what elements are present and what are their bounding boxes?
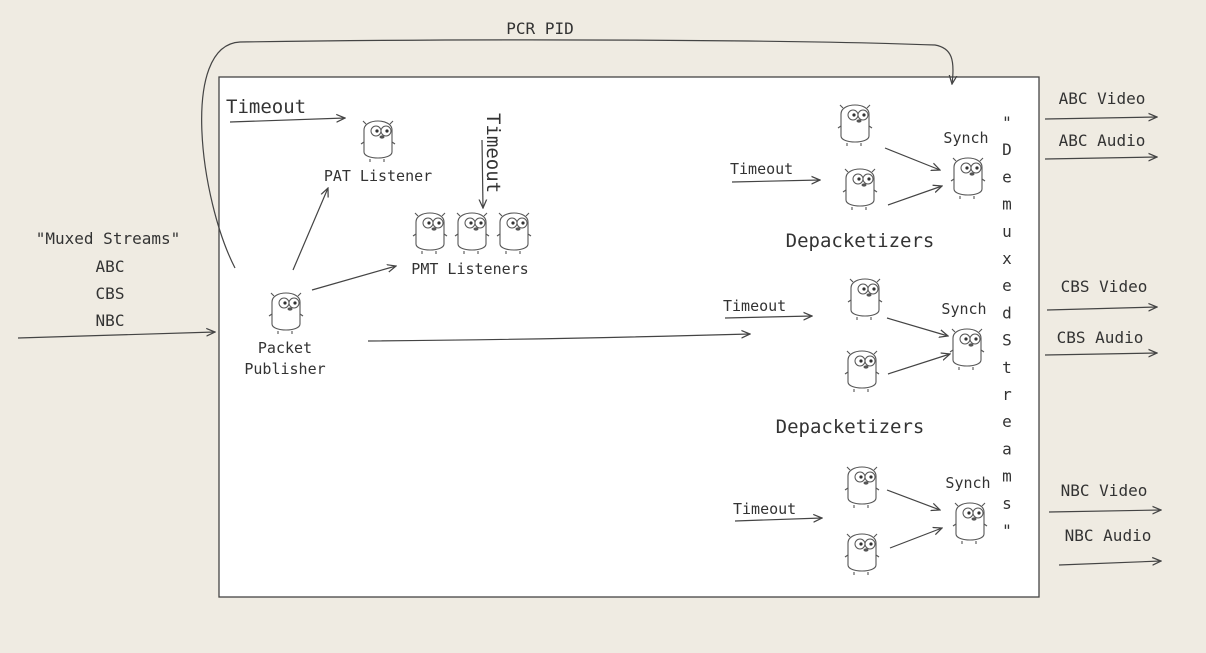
- timeout-pmt-arrow: [482, 139, 483, 208]
- synch-abc-gopher-icon: [950, 157, 986, 200]
- nbc-video-to-synch-arrow: [886, 489, 940, 510]
- timeout-abc-arrow: [731, 180, 820, 182]
- input-channel-cbs: CBS: [96, 284, 125, 303]
- input-arrow: [17, 332, 215, 339]
- depacketizer-cbs-audio-gopher-icon: [844, 350, 880, 393]
- output-cbs-audio-arrow: [1044, 353, 1157, 355]
- depacketizer-nbc-audio-gopher-icon: [844, 533, 880, 576]
- pmt-listeners-label: PMT Listeners: [411, 260, 528, 278]
- synch-cbs-gopher-icon: [949, 328, 985, 371]
- timeout-cbs-label: Timeout: [723, 297, 786, 315]
- depacketizers-abc-label: Depacketizers: [786, 230, 935, 252]
- depacketizer-abc-video-gopher-icon: [837, 104, 873, 147]
- packet-publisher-label-line1: Packet: [258, 339, 312, 357]
- demuxed-streams-letter: m: [1002, 467, 1012, 486]
- depacketizer-abc-audio-gopher-icon: [842, 168, 878, 211]
- demuxed-streams-letter: e: [1002, 276, 1012, 295]
- cbs-video-to-synch-arrow: [886, 317, 948, 336]
- packet-publisher-gopher-icon: [268, 292, 304, 335]
- packet-publisher-label-line2: Publisher: [244, 360, 325, 378]
- output-nbc-video-arrow: [1048, 510, 1161, 512]
- pmt-listener-gopher-icon: [454, 212, 490, 255]
- timeout-cbs-arrow: [724, 316, 812, 318]
- publisher-to-pat-arrow: [292, 188, 328, 271]
- timeout-nbc-arrow: [734, 518, 822, 521]
- output-cbs-video-arrow: [1046, 307, 1157, 310]
- demuxed-streams-letter: d: [1002, 303, 1012, 322]
- timeout-pat-arrow: [229, 118, 345, 122]
- demuxed-streams-letter: D: [1002, 140, 1012, 159]
- demuxed-streams-letter: s: [1002, 494, 1012, 513]
- demuxed-streams-letter: e: [1002, 412, 1012, 431]
- output-abc-audio-label: ABC Audio: [1059, 131, 1146, 150]
- timeout-pat-label: Timeout: [226, 96, 306, 118]
- cbs-audio-to-synch-arrow: [887, 354, 950, 375]
- output-cbs-video-label: CBS Video: [1061, 277, 1148, 296]
- input-channel-nbc: NBC: [96, 311, 125, 330]
- output-abc-video-label: ABC Video: [1059, 89, 1146, 108]
- muxed-streams-title: "Muxed Streams": [36, 229, 181, 248]
- demuxed-streams-letter: ": [1002, 113, 1012, 132]
- depacketizer-cbs-video-gopher-icon: [847, 278, 883, 321]
- pmt-listener-gopher-icon: [412, 212, 448, 255]
- pat-listener-label: PAT Listener: [324, 167, 432, 185]
- demuxed-streams-letter: r: [1002, 385, 1012, 404]
- abc-video-to-synch-arrow: [884, 147, 940, 170]
- timeout-nbc-label: Timeout: [733, 500, 796, 518]
- demuxed-streams-letter: m: [1002, 195, 1012, 214]
- pcr-pid-arrow: [201, 39, 953, 269]
- demuxed-streams-letter: a: [1002, 439, 1012, 458]
- demuxed-streams-letter: u: [1002, 222, 1012, 241]
- demuxed-streams-letter: t: [1002, 358, 1012, 377]
- abc-audio-to-synch-arrow: [887, 186, 942, 206]
- output-nbc-video-label: NBC Video: [1061, 481, 1148, 500]
- demuxed-streams-letter: x: [1002, 249, 1012, 268]
- publisher-to-depacketizers-arrow: [367, 334, 750, 342]
- output-abc-audio-arrow: [1044, 157, 1157, 159]
- pmt-listener-gopher-icon: [496, 212, 532, 255]
- output-abc-video-arrow: [1044, 117, 1157, 119]
- demuxed-streams-letter: ": [1002, 521, 1012, 540]
- publisher-to-pmt-arrow: [311, 266, 396, 291]
- input-channel-abc: ABC: [96, 257, 125, 276]
- pat-listener-gopher-icon: [360, 120, 396, 163]
- depacketizer-nbc-video-gopher-icon: [844, 466, 880, 509]
- demuxed-streams-letter: S: [1002, 331, 1012, 350]
- depacketizers-cbs-label: Depacketizers: [776, 416, 925, 438]
- timeout-abc-label: Timeout: [730, 160, 793, 178]
- synch-nbc-label: Synch: [945, 474, 990, 492]
- nbc-audio-to-synch-arrow: [889, 528, 942, 549]
- synch-nbc-gopher-icon: [952, 502, 988, 545]
- synch-cbs-label: Synch: [941, 300, 986, 318]
- timeout-pmt-label: Timeout: [482, 113, 504, 193]
- demuxed-streams-letter: e: [1002, 167, 1012, 186]
- synch-abc-label: Synch: [943, 129, 988, 147]
- output-nbc-audio-label: NBC Audio: [1065, 526, 1152, 545]
- pcr-pid-label: PCR PID: [506, 19, 573, 38]
- output-cbs-audio-label: CBS Audio: [1057, 328, 1144, 347]
- output-nbc-audio-arrow: [1058, 561, 1161, 565]
